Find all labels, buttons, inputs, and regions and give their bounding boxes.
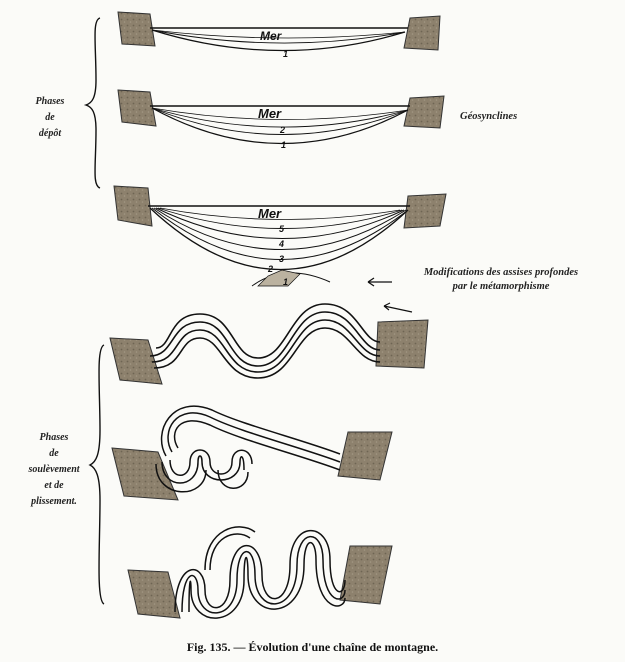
rock-block-left [110,338,162,384]
label-line: Phases [20,94,80,110]
annotation-arrow [368,278,392,286]
layer-number: 3 [279,254,284,264]
label-line: soulèvement [18,462,90,478]
sea-label: Mer [258,106,282,121]
deposit-phase-label: Phases de dépôt [20,94,80,142]
uplift-phase-label: Phases de soulèvement et de plissement. [18,430,90,510]
stage-4-folds [110,303,428,384]
sea-label: Mer [258,206,282,221]
label-line: de [18,446,90,462]
rock-block-right [340,546,392,604]
annotation-line: Modifications des assises profondes [396,266,606,280]
rock-block-left [118,90,156,126]
label-line: et de [18,478,90,494]
rock-block-right [376,320,428,368]
label-line: dépôt [20,126,80,142]
rock-block-left [118,12,155,46]
stage-6-folds [128,527,392,618]
label-line: plissement. [18,494,90,510]
label-line: Phases [18,430,90,446]
rock-block-left [114,186,152,226]
layer-number: 1 [281,140,286,150]
stage-1-basin: Mer 1 [118,12,440,59]
rock-block-left [128,570,180,618]
stage-2-basin: Mer 2 1 [118,90,444,150]
stage-5-folds [112,406,392,500]
rock-block-right [404,16,440,50]
layer-number: 2 [279,125,285,135]
label-line: de [20,110,80,126]
sea-label: Mer [260,29,283,43]
rock-block-right [404,96,444,128]
figure-caption: Fig. 135. — Évolution d'une chaîne de mo… [0,640,625,655]
layer-number: 5 [279,224,285,234]
layer-number: 1 [283,277,288,287]
rock-block-right [338,432,392,480]
layer-number: 4 [278,239,284,249]
annotation-line: par le métamorphisme [396,280,606,294]
layer-number: 2 [267,264,273,274]
metamorphism-annotation: Modifications des assises profondes par … [396,266,606,294]
brace-uplift [90,345,104,604]
geosynclines-label: Géosynclines [460,110,517,124]
compression-arrow [384,303,412,312]
rock-block-left [112,448,178,500]
brace-deposit [86,18,100,188]
layer-number: 1 [283,49,288,59]
rock-block-right [404,194,446,228]
